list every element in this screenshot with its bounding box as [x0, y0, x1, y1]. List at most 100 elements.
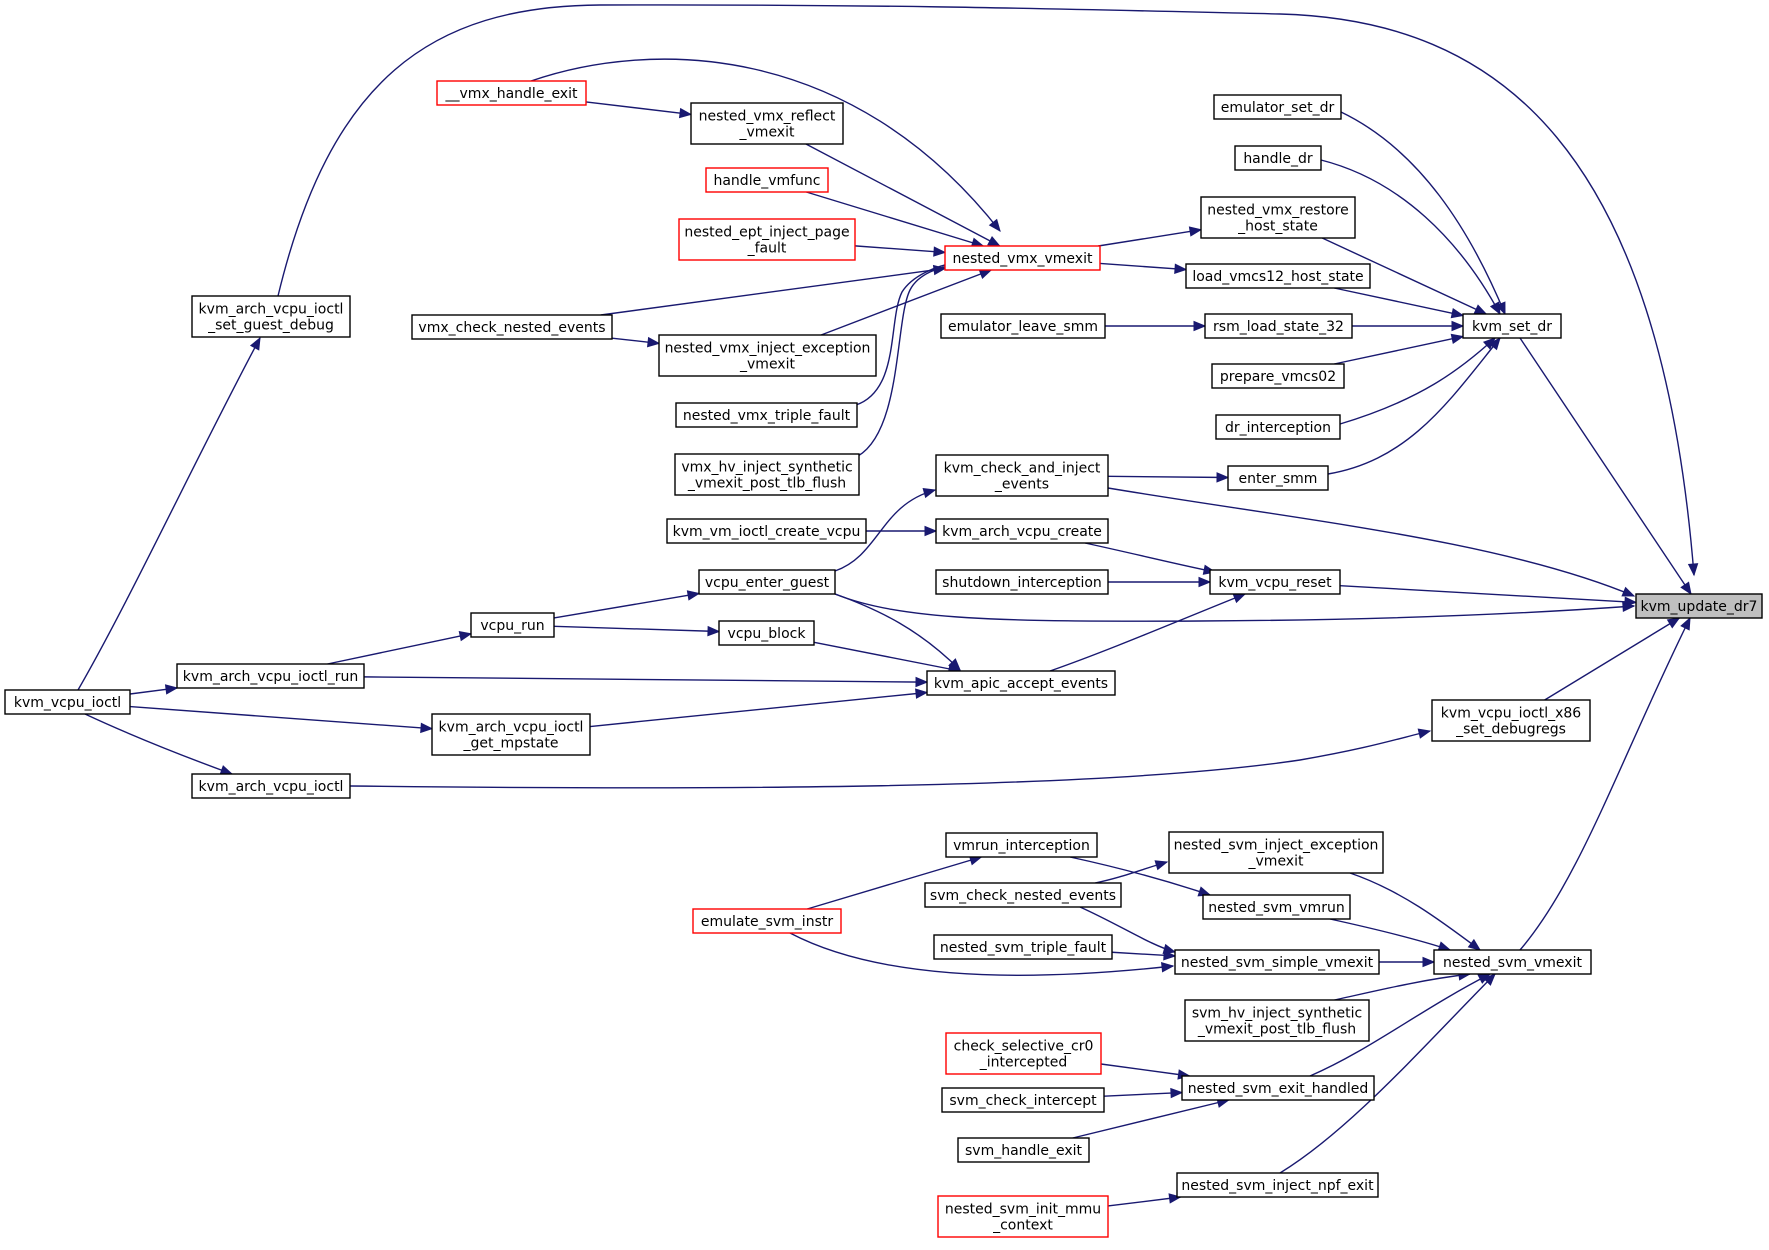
node-kvm-arch-vcpu-ioctl-get-mpstate[interactable]: kvm_arch_vcpu_ioctl_get_mpstate	[431, 713, 591, 756]
node-label: _set_debugregs	[1455, 722, 1566, 738]
node-box	[937, 1195, 1109, 1238]
arrowhead	[219, 765, 234, 775]
node-vmx-hv-inject-synthetic-vmexit-post-tlb-flush[interactable]: vmx_hv_inject_synthetic_vmexit_post_tlb_…	[674, 453, 860, 496]
node-nested-svm-triple-fault[interactable]: nested_svm_triple_fault	[933, 934, 1113, 960]
edge-kvm_vcpu_ioctl-to-kvm_arch_vcpu_ioctl	[84, 713, 234, 775]
edge-line	[1327, 337, 1501, 475]
node-label: prepare_vmcs02	[1220, 369, 1336, 385]
node-vcpu-enter-guest[interactable]: vcpu_enter_guest	[698, 569, 836, 595]
node-nested-vmx-inject-exception-vmexit[interactable]: nested_vmx_inject_exception_vmexit	[658, 334, 877, 377]
node-label: nested_svm_init_mmu	[945, 1202, 1101, 1218]
edge-line	[1107, 1196, 1181, 1207]
node-label: handle_dr	[1243, 151, 1313, 167]
edge-kvm_check_and_inject_events-to-kvm_update_dr7	[1107, 487, 1636, 597]
node-nested-svm-vmexit[interactable]: nested_svm_vmexit	[1433, 949, 1592, 975]
node-prepare-vmcs02[interactable]: prepare_vmcs02	[1211, 363, 1345, 389]
node-vcpu-run[interactable]: vcpu_run	[470, 612, 555, 638]
node-label: __vmx_handle_exit	[445, 86, 578, 102]
node-kvm-arch-vcpu-ioctl-run[interactable]: kvm_arch_vcpu_ioctl_run	[176, 663, 365, 689]
node-kvm-check-and-inject-events[interactable]: kvm_check_and_inject_events	[935, 454, 1109, 497]
node-kvm-vm-ioctl-create-vcpu[interactable]: kvm_vm_ioctl_create_vcpu	[666, 518, 867, 544]
edge-dr_interception-to-kvm_set_dr	[1339, 337, 1496, 425]
arrowhead	[1622, 601, 1636, 613]
node-kvm-arch-vcpu-ioctl[interactable]: kvm_arch_vcpu_ioctl	[191, 773, 351, 799]
node-label: kvm_check_and_inject	[944, 461, 1101, 477]
node-emulator-leave-smm[interactable]: emulator_leave_smm	[940, 313, 1106, 339]
node-box	[191, 295, 351, 338]
node-label: emulator_set_dr	[1221, 100, 1335, 116]
node-label: vmx_hv_inject_synthetic	[681, 460, 852, 476]
node-kvm-set-dr[interactable]: kvm_set_dr	[1462, 313, 1562, 339]
node-nested-svm-inject-exception-vmexit[interactable]: nested_svm_inject_exception_vmexit	[1168, 831, 1384, 874]
node-box	[1181, 1075, 1375, 1101]
node-box	[945, 1032, 1102, 1075]
node-box	[933, 934, 1113, 960]
node-nested-svm-vmrun[interactable]: nested_svm_vmrun	[1202, 894, 1351, 920]
node-load-vmcs12-host-state[interactable]: load_vmcs12_host_state	[1185, 263, 1371, 289]
node-box	[678, 218, 856, 261]
edge-shutdown_interception-to-kvm_vcpu_reset	[1108, 576, 1212, 588]
edge-line	[1339, 584, 1637, 604]
edge-line	[589, 691, 928, 728]
node-handle-vmfunc[interactable]: handle_vmfunc	[705, 167, 829, 193]
node-nested-svm-simple-vmexit[interactable]: nested_svm_simple_vmexit	[1174, 949, 1380, 975]
node-kvm-vcpu-reset[interactable]: kvm_vcpu_reset	[1209, 569, 1341, 595]
node-svm-hv-inject-synthetic-vmexit-post-tlb-flush[interactable]: svm_hv_inject_synthetic_vmexit_post_tlb_…	[1184, 999, 1370, 1042]
node-vcpu-block[interactable]: vcpu_block	[718, 620, 815, 646]
node-emulate-svm-instr[interactable]: emulate_svm_instr	[692, 908, 842, 934]
node-label: _context	[992, 1218, 1053, 1234]
node-nested-vmx-reflect-vmexit[interactable]: nested_vmx_reflect_vmexit	[690, 102, 844, 145]
node-kvm-arch-vcpu-create[interactable]: kvm_arch_vcpu_create	[935, 518, 1109, 544]
edge-check_selective_cr0_intercepted-to-nested_svm_exit_handled	[1100, 1063, 1191, 1080]
edge-svm_check_intercept-to-nested_svm_exit_handled	[1103, 1087, 1184, 1099]
edge-kvm_set_dr-to-kvm_update_dr7	[1519, 337, 1692, 596]
edge-line	[553, 625, 720, 633]
node-vmx-check-nested-events[interactable]: vmx_check_nested_events	[411, 314, 613, 340]
edge-nested_svm_init_mmu_context-to-nested_svm_inject_npf_exit	[1107, 1193, 1182, 1207]
node-box	[705, 167, 829, 193]
node-emulator-set-dr[interactable]: emulator_set_dr	[1213, 94, 1342, 120]
node-handle-dr[interactable]: handle_dr	[1234, 145, 1322, 171]
arrowhead	[249, 336, 261, 351]
node-nested-svm-inject-npf-exit[interactable]: nested_svm_inject_npf_exit	[1176, 1172, 1379, 1198]
node-check-selective-cr0-intercepted[interactable]: check_selective_cr0_intercepted	[945, 1032, 1102, 1075]
edge-line	[363, 676, 928, 683]
node-vmrun-interception[interactable]: vmrun_interception	[945, 832, 1098, 858]
node-svm-check-nested-events[interactable]: svm_check_nested_events	[924, 882, 1122, 908]
node-box	[4, 689, 131, 715]
node-nested-vmx-triple-fault[interactable]: nested_vmx_triple_fault	[675, 402, 858, 428]
node-kvm-vcpu-ioctl[interactable]: kvm_vcpu_ioctl	[4, 689, 131, 715]
node-svm-handle-exit[interactable]: svm_handle_exit	[957, 1137, 1090, 1163]
arrowhead	[1417, 728, 1432, 739]
edge-__vmx_handle_exit-to-nested_vmx_vmexit	[530, 58, 1001, 233]
edge-vcpu_block-to-kvm_apic_accept_events	[813, 641, 962, 674]
node-nested-vmx-restore-host-state[interactable]: nested_vmx_restore_host_state	[1200, 196, 1356, 239]
arrowhead	[1687, 563, 1699, 577]
node-label: nested_vmx_inject_exception	[665, 341, 871, 357]
node-nested-vmx-vmexit[interactable]: nested_vmx_vmexit	[944, 245, 1101, 271]
node-kvm-arch-vcpu-ioctl-set-guest-debug[interactable]: kvm_arch_vcpu_ioctl_set_guest_debug	[191, 295, 351, 338]
edge-layer	[77, 4, 1699, 1207]
node-rsm-load-state-32[interactable]: rsm_load_state_32	[1204, 313, 1353, 339]
node-box	[941, 1087, 1105, 1113]
node-label: _set_guest_debug	[207, 318, 334, 334]
node---vmx-handle-exit[interactable]: __vmx_handle_exit	[436, 80, 587, 106]
arrowhead	[1193, 320, 1207, 332]
node-kvm-update-dr7[interactable]: kvm_update_dr7	[1635, 593, 1763, 619]
arrowhead	[646, 336, 661, 348]
node-nested-svm-init-mmu-context[interactable]: nested_svm_init_mmu_context	[937, 1195, 1109, 1238]
edge-enter_smm-to-kvm_set_dr	[1327, 336, 1501, 475]
node-kvm-vcpu-ioctl-x86-set-debugregs[interactable]: kvm_vcpu_ioctl_x86_set_debugregs	[1431, 699, 1591, 742]
node-nested-svm-exit-handled[interactable]: nested_svm_exit_handled	[1181, 1075, 1375, 1101]
node-label: kvm_arch_vcpu_ioctl	[199, 302, 344, 318]
edge-svm_check_nested_events-to-nested_svm_inject_exception_vmexit	[1094, 860, 1169, 884]
node-dr-interception[interactable]: dr_interception	[1215, 414, 1341, 440]
node-svm-check-intercept[interactable]: svm_check_intercept	[941, 1087, 1105, 1113]
edge-nested_svm_vmrun-to-nested_svm_vmexit	[1329, 918, 1452, 952]
node-kvm-apic-accept-events[interactable]: kvm_apic_accept_events	[926, 670, 1116, 696]
node-nested-ept-inject-page-fault[interactable]: nested_ept_inject_page_fault	[678, 218, 856, 261]
node-shutdown-interception[interactable]: shutdown_interception	[935, 569, 1109, 595]
node-enter-smm[interactable]: enter_smm	[1227, 465, 1329, 491]
node-label: kvm_update_dr7	[1641, 599, 1758, 615]
